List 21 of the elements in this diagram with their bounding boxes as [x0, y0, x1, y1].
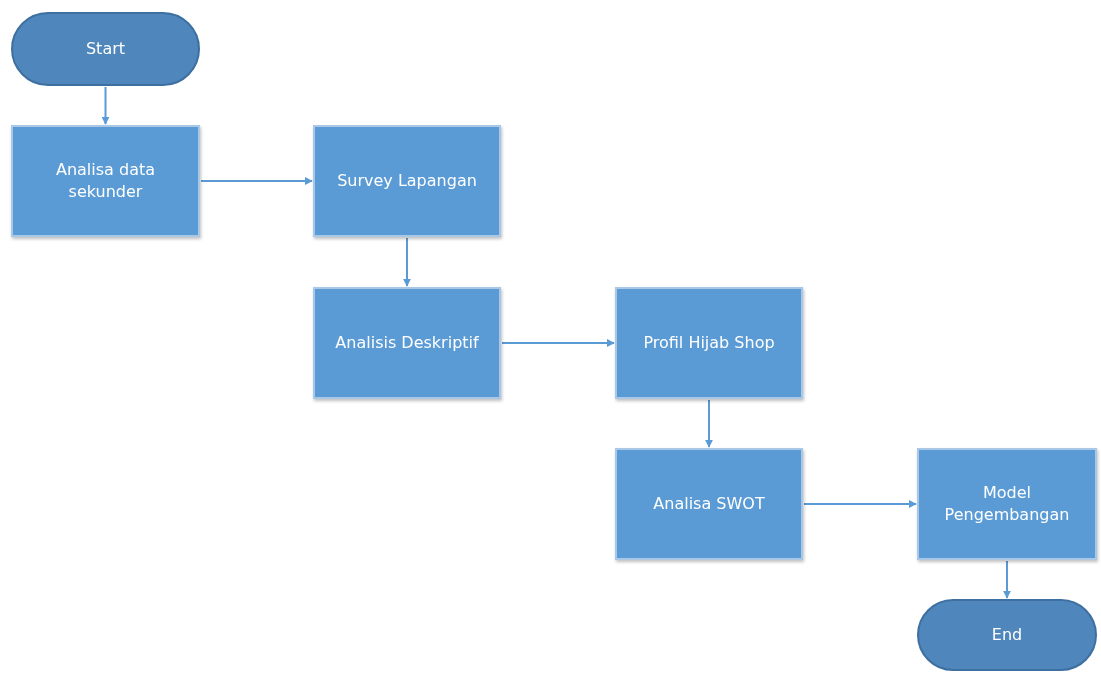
process-box [917, 448, 1097, 560]
process-box [313, 125, 501, 237]
node-label: Start [85, 37, 126, 60]
process-box [615, 287, 803, 399]
node-label: Model Pengembangan [943, 481, 1071, 526]
node-label: Profil Hijab Shop [643, 331, 775, 354]
process-box [313, 287, 501, 399]
process-box [11, 125, 200, 237]
arrow [501, 339, 615, 347]
process-box [615, 448, 803, 560]
arrow [1003, 560, 1011, 599]
node-label: Analisa SWOT [653, 492, 765, 515]
arrow [403, 237, 411, 287]
arrow [101, 86, 110, 125]
node-label: Analisa data sekunder [54, 158, 156, 203]
arrow [705, 399, 713, 448]
arrow [803, 500, 917, 508]
arrow [200, 177, 313, 185]
node-label: Survey Lapangan [337, 169, 477, 192]
node-label: Analisis Deskriptif [335, 331, 479, 354]
node-label: End [991, 623, 1023, 646]
